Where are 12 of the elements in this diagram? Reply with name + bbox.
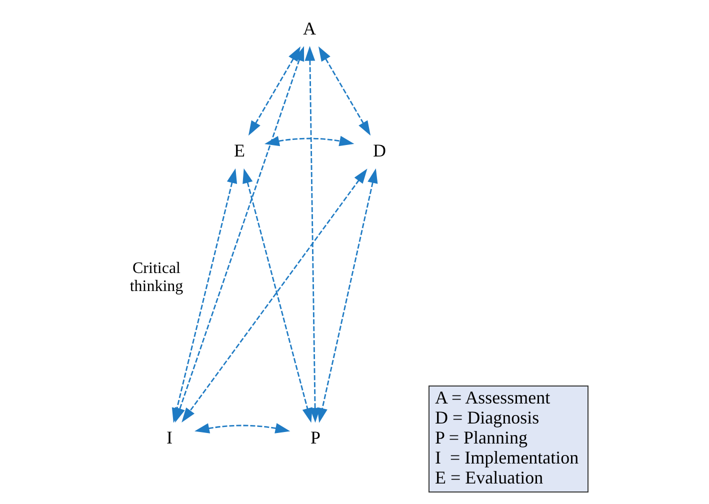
node-text: P (310, 427, 321, 448)
arrow (242, 168, 312, 423)
node-box: A = Assessment D = Diagnosis P = Planning I = Implementation E = Evaluation (428, 386, 588, 492)
node-text: A (303, 18, 316, 38)
arrow (317, 168, 378, 423)
arrow (318, 46, 371, 136)
arrow (264, 136, 354, 146)
node-text: E (234, 140, 245, 160)
arrow (194, 423, 290, 434)
node-text: D (373, 140, 386, 160)
label: Critical thinking (130, 260, 184, 295)
node-text: I (166, 427, 172, 448)
